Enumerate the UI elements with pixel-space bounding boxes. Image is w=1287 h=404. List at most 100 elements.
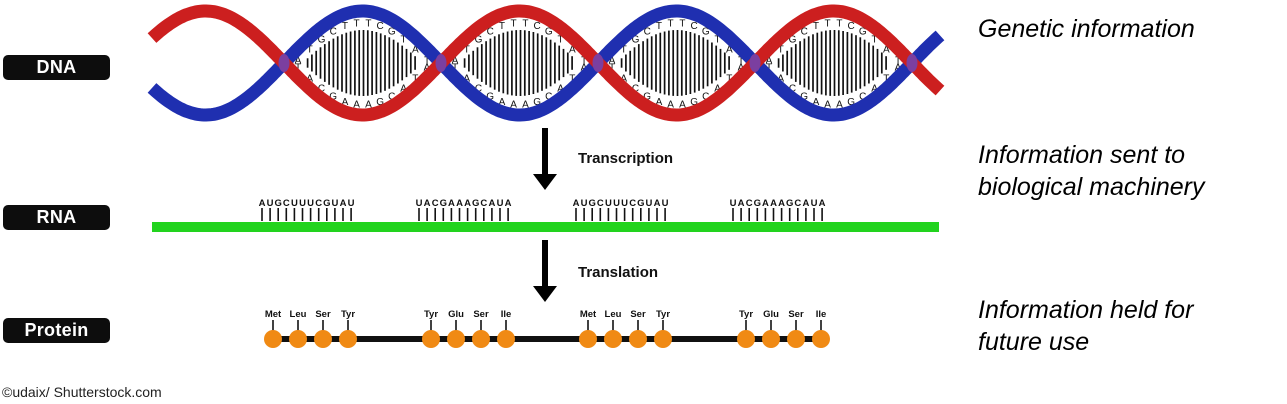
dna-bottom-base: G bbox=[329, 91, 337, 102]
dna-top-base: G bbox=[632, 35, 640, 46]
dna-top-base: C bbox=[847, 21, 854, 32]
dna-label: DNA bbox=[3, 55, 110, 80]
rna-base-letter: A bbox=[259, 198, 266, 209]
translation-arrow-label: Translation bbox=[578, 264, 658, 281]
dna-top-base: T bbox=[499, 21, 505, 32]
protein-description-line-1: Information held for bbox=[978, 296, 1194, 324]
dna-top-base: T bbox=[715, 35, 721, 46]
protein-label: Protein bbox=[3, 318, 110, 343]
rna-base-letter: G bbox=[754, 198, 761, 209]
rna-base-letter: U bbox=[621, 198, 628, 209]
dna-top-base: T bbox=[679, 18, 685, 29]
dna-bottom-base: A bbox=[400, 83, 407, 94]
translation-arrow-head bbox=[533, 286, 557, 302]
amino-acid-bead bbox=[314, 330, 332, 348]
rna-base-letter: U bbox=[307, 198, 314, 209]
dna-top-base: T bbox=[872, 35, 878, 46]
transcription-arrow-label: Transcription bbox=[578, 150, 673, 167]
dna-bottom-base: G bbox=[800, 91, 808, 102]
amino-acid-bead bbox=[264, 330, 282, 348]
rna-base-letter: A bbox=[448, 198, 455, 209]
rna-base-letter: U bbox=[613, 198, 620, 209]
dna-bottom-base: A bbox=[656, 97, 663, 108]
dna-bottom-base: A bbox=[557, 83, 564, 94]
dna-bottom-base: T bbox=[766, 62, 772, 73]
dna-top-base: G bbox=[789, 35, 797, 46]
dna-bottom-base: C bbox=[475, 83, 482, 94]
dna-bottom-base: A bbox=[353, 100, 360, 111]
rna-base-letter: G bbox=[786, 198, 793, 209]
dna-bottom-base: A bbox=[365, 100, 372, 111]
dna-bottom-base: C bbox=[859, 91, 866, 102]
rna-base-letter: U bbox=[605, 198, 612, 209]
dna-top-base: A bbox=[766, 56, 773, 67]
dna-helix: ATTAGCCGTATATACGGCTAATTAATTAGCCGTATATACG… bbox=[147, 4, 945, 122]
rna-base-letter: C bbox=[746, 198, 753, 209]
rna-description-line-2: biological machinery bbox=[978, 173, 1205, 201]
rna-base-letter: U bbox=[291, 198, 298, 209]
dna-bottom-base: T bbox=[295, 62, 301, 73]
dna-top-base: G bbox=[859, 27, 867, 38]
rna-base-letter: G bbox=[440, 198, 447, 209]
dna-top-base: C bbox=[801, 27, 808, 38]
amino-acid-bead bbox=[339, 330, 357, 348]
dna-bottom-base: T bbox=[569, 74, 575, 85]
dna-top-base: T bbox=[895, 56, 901, 67]
amino-acid-label: Tyr bbox=[341, 309, 355, 320]
dna-top-base: T bbox=[778, 44, 784, 55]
rna-base-letter: U bbox=[497, 198, 504, 209]
amino-acid-bead bbox=[604, 330, 622, 348]
rna-base-letter: A bbox=[505, 198, 512, 209]
dna-bottom-base: G bbox=[376, 97, 384, 108]
amino-acid-label: Ser bbox=[788, 309, 804, 320]
dna-bottom-base: G bbox=[847, 97, 855, 108]
dna-bottom-base: A bbox=[777, 74, 784, 85]
dna-top-base: C bbox=[376, 21, 383, 32]
rna-base-letter: U bbox=[645, 198, 652, 209]
amino-acid-bead bbox=[737, 330, 755, 348]
amino-acid-label: Leu bbox=[290, 309, 307, 320]
amino-acid-bead bbox=[472, 330, 490, 348]
rna-base-letter: G bbox=[323, 198, 330, 209]
rna-base-letter: C bbox=[283, 198, 290, 209]
dna-top-base: G bbox=[388, 27, 396, 38]
rna-label: RNA bbox=[3, 205, 110, 230]
dna-bottom-base: A bbox=[499, 97, 506, 108]
dna-bottom-base: C bbox=[388, 91, 395, 102]
dna-top-base: A bbox=[412, 44, 419, 55]
rna-base-letter: C bbox=[629, 198, 636, 209]
dna-top-base: G bbox=[545, 27, 553, 38]
dna-top-base: T bbox=[365, 18, 371, 29]
amino-acid-bead bbox=[422, 330, 440, 348]
rna-base-letter: C bbox=[315, 198, 322, 209]
dna-top-base: T bbox=[401, 35, 407, 46]
dna-top-base: G bbox=[475, 35, 483, 46]
dna-top-base: T bbox=[621, 44, 627, 55]
amino-acid-bead bbox=[654, 330, 672, 348]
rna-base-letter: A bbox=[456, 198, 463, 209]
rna-base-letter: A bbox=[762, 198, 769, 209]
dna-bottom-base: A bbox=[813, 97, 820, 108]
dna-bottom-base: C bbox=[545, 91, 552, 102]
amino-acid-bead bbox=[447, 330, 465, 348]
dna-bottom-base: A bbox=[871, 83, 878, 94]
dna-bottom-base: G bbox=[533, 97, 541, 108]
dna-bottom-base: A bbox=[895, 62, 902, 73]
amino-acid-bead bbox=[629, 330, 647, 348]
translation-arrow: Translation bbox=[533, 240, 658, 302]
dna-top-base: T bbox=[813, 21, 819, 32]
amino-acid-label: Glu bbox=[448, 309, 464, 320]
dna-bottom-base: T bbox=[452, 62, 458, 73]
dna-strand-crossing bbox=[749, 54, 761, 72]
dna-top-base: A bbox=[569, 44, 576, 55]
dna-bottom-base: A bbox=[824, 100, 831, 111]
rna-base-letter: A bbox=[654, 198, 661, 209]
rna-base-letter: A bbox=[573, 198, 580, 209]
amino-acid-bead bbox=[762, 330, 780, 348]
rna-base-letter: G bbox=[472, 198, 479, 209]
